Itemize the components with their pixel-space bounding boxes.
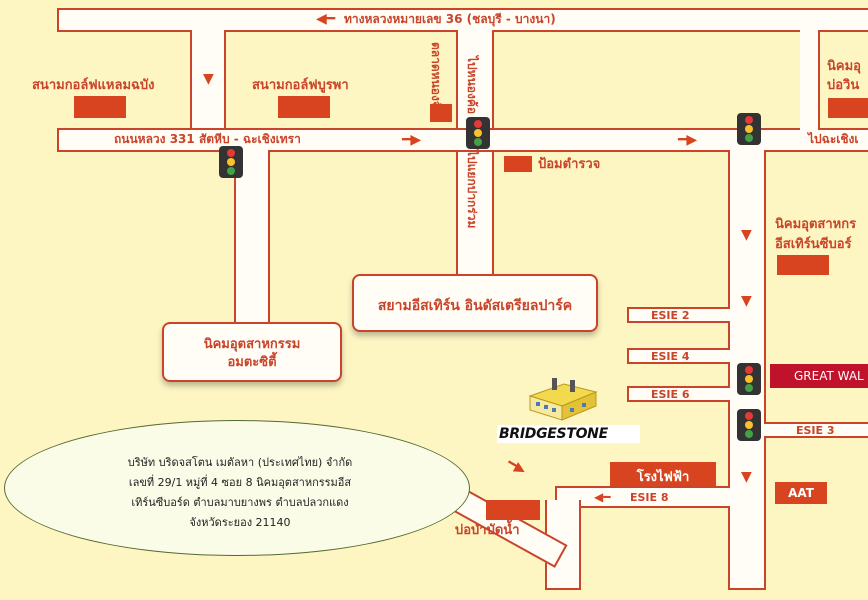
arrow-east-icon: ━▶ <box>402 132 422 148</box>
ie-north-label-1: นิคมอุ <box>827 59 861 74</box>
arrow-west-icon: ◀━ <box>594 490 611 504</box>
amata-access-road <box>234 150 270 325</box>
golf-laemchabang-label: สนามกอล์ฟแหลมฉบัง <box>32 78 155 93</box>
amata-city-box: นิคมอุตสาหกรรม อมตะซิตี้ <box>162 322 342 382</box>
highway-36-label: ทางหลวงหมายเลข 36 (ชลบุรี - บางนา) <box>344 12 556 26</box>
arrow-west-icon: ◀━ <box>316 11 336 27</box>
address-ellipse: บริษัท บริดจสโตน เมตัลหา (ประเทศไทย) จำก… <box>4 420 470 556</box>
siam-eastern-label: สยามอีสเทิร์น อินดัสเตรียลปาร์ค <box>377 298 573 314</box>
to-plaakkrabuang-label: ไปแยกปากร่วม <box>465 150 479 229</box>
to-chachoengsao-label: ไปฉะเชิงเ <box>808 132 859 146</box>
amata-label-2: อมตะซิตี้ <box>227 355 277 370</box>
esie-6-label: ESIE 6 <box>651 388 690 401</box>
arrow-south-icon: ▼ <box>203 71 214 87</box>
esie-3-label: ESIE 3 <box>796 424 835 437</box>
arrow-south-icon: ▼ <box>741 227 752 243</box>
address-line-1: บริษัท บริดจสโตน เมตัลหา (ประเทศไทย) จำก… <box>127 456 353 469</box>
traffic-light-icon <box>219 146 243 178</box>
great-wall-label: GREAT WAL <box>770 364 868 388</box>
address-line-2: เลขที่ 29/1 หมู่ที่ 4 ซอย 8 นิคมอุตสาหกร… <box>128 476 352 489</box>
golf-burapha-marker <box>278 96 330 118</box>
golf-laemchabang-marker <box>74 96 126 118</box>
esie-2-label: ESIE 2 <box>651 309 690 322</box>
traffic-light-icon <box>737 409 761 441</box>
arrow-south-icon: ▼ <box>741 469 752 485</box>
left-connector-road <box>190 30 226 130</box>
ie-north-marker <box>828 98 868 118</box>
highway-331-label: ถนนหลวง 331 สัตหีบ - ฉะเชิงเทรา <box>114 132 301 146</box>
bridgestone-label: BRIDGESTONE <box>499 426 608 442</box>
esie-2-road <box>627 307 730 323</box>
to-nongkho-label: ไปหนองค้อ <box>465 56 479 115</box>
esie-6-road <box>627 386 730 402</box>
highway-331-road <box>57 128 868 152</box>
esie-4-label: ESIE 4 <box>651 350 690 363</box>
right-edge-road <box>800 30 820 130</box>
traffic-light-icon <box>737 113 761 145</box>
traffic-light-icon <box>466 117 490 149</box>
factory-icon <box>528 378 598 421</box>
arrow-southeast-icon: ━▶ <box>504 455 529 479</box>
esie-4-road <box>627 348 730 364</box>
siam-eastern-box: สยามอีสเทิร์น อินดัสเตรียลปาร์ค <box>352 274 598 332</box>
address-text: บริษัท บริดจสโตน เมตัลหา (ประเทศไทย) จำก… <box>67 453 413 533</box>
ie-north-label-2: บ่อวิน <box>827 78 860 93</box>
arrow-south-icon: ▼ <box>741 293 752 309</box>
power-plant-label: โรงไฟฟ้า <box>610 462 716 486</box>
water-treatment-label: บ่อบำบัดน้ำ <box>455 523 520 538</box>
arrow-east-icon: ━▶ <box>678 132 698 148</box>
amata-label-1: นิคมอุตสาหกรรม <box>203 337 301 352</box>
esie-3-road <box>764 422 868 438</box>
ie-east-label-1: นิคมอุตสาหกร <box>775 217 857 232</box>
police-label: ป้อมตำรวจ <box>538 157 601 172</box>
water-treatment-marker <box>486 500 540 520</box>
traffic-light-icon <box>737 363 761 395</box>
police-marker <box>504 156 532 172</box>
address-line-4: จังหวัดระยอง 21140 <box>189 516 291 529</box>
esie-8-label: ESIE 8 <box>630 491 669 504</box>
market-marker <box>430 104 452 122</box>
address-line-3: เทิร์นซีบอร์ด ตำบลมาบยางพร ตำบลปลวกแดง <box>131 496 349 509</box>
aat-label: AAT <box>775 482 827 504</box>
ie-east-marker <box>777 255 829 275</box>
bridgestone-logo: BRIDGESTONE <box>497 425 640 443</box>
esie-8-road <box>555 486 730 508</box>
market-label: ตลาดหนองจับ <box>429 42 443 116</box>
ie-east-label-2: อีสเทิร์นซีบอร์ <box>775 237 852 252</box>
golf-burapha-label: สนามกอล์ฟบูรพา <box>252 78 349 93</box>
